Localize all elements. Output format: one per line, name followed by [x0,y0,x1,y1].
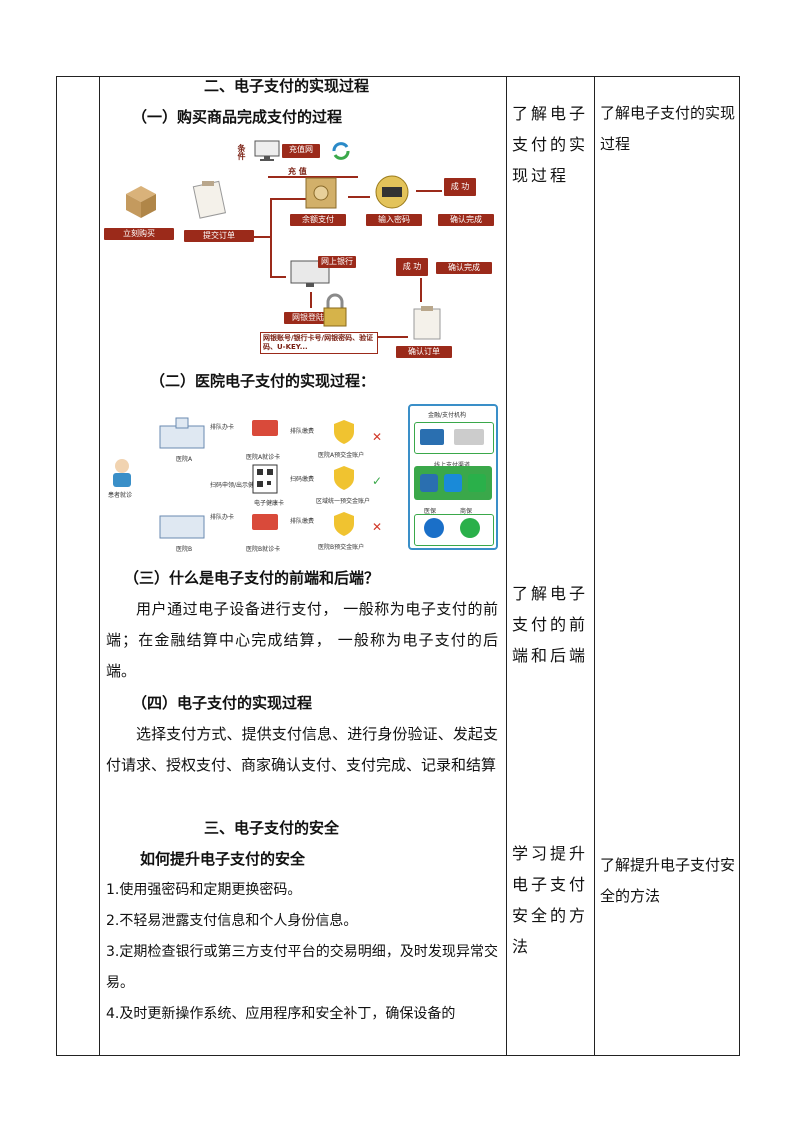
objective-1: 了解电子支付的实现过程 [512,104,589,185]
package-icon [126,186,156,218]
acct-b-label: 医院B预交金账户 [318,544,365,551]
shield-icon [334,512,354,536]
confirm-order-box: 确认订单 [396,346,452,358]
unionpay-icon [420,474,438,492]
check-icon: ✓ [372,474,383,488]
flow-arrow [254,236,270,238]
apply-b-label: 排队办卡 [210,514,235,521]
flow-arrow [378,336,408,338]
column-divider [506,77,507,1055]
flow-arrow [420,278,422,302]
confirm-done-box-2: 确认完成 [436,262,492,274]
section2-sub3-paragraph: 用户通过电子设备进行支付， 一般称为电子支付的前端；在金融结算中心完成结算， 一… [106,600,498,680]
success-box: 成 功 [444,178,476,196]
section2-sub4-paragraph: 选择支付方式、提供支付信息、进行身份验证、发起支付请求、授权支付、商家确认支付、… [106,725,498,774]
clipboard-icon [192,180,227,219]
card-icon [252,514,278,530]
payment-channel-panel [408,404,498,550]
patient-icon [113,459,131,487]
recharge-label: 充 值 [288,167,307,176]
apply-mid-label: 扫码申领/出示健康卡 [210,482,267,489]
charge-mid-label: 扫码缴费 [290,476,315,483]
purchase-flow-figure: 条件 充值网 充 值 立刻购买 提交订单 余额支付 输入密码 成 功 确认完成 … [104,136,502,362]
flow-arrow [348,196,370,198]
section3-sub: 如何提升电子支付的安全 [140,850,306,868]
hospital-a-label: 医院A [176,456,193,463]
recharge-arrow [268,176,358,178]
buy-now-box: 立刻购买 [104,228,174,240]
flow-arrow [270,198,306,200]
section2-sub4: （四）电子支付的实现过程 [132,694,313,712]
hospital-icon [159,417,205,449]
section2-sub2: （二）医院电子支付的实现过程： [150,372,376,390]
cross-icon: ✕ [372,430,383,444]
alipay-icon [444,474,462,492]
hospital-payment-figure: 患者就诊 医院A 医院B 排队办卡 扫码申领/出示健康卡 排队办卡 医院A就诊卡… [104,404,502,554]
online-label: 线上支付渠道 [434,460,470,469]
security-item: 3.定期检查银行或第三方支付平台的交易明细，及时发现异常交易。 [106,944,498,991]
bank-icon [454,429,484,445]
health-card-label: 电子健康卡 [254,500,285,507]
qr-code-icon [252,464,278,494]
section3-heading: 三、电子支付的安全 [204,819,340,837]
acct-a-label: 医院A预交金账户 [318,452,365,459]
hospital-icon [159,515,205,539]
safe-icon [305,177,337,209]
enter-password-box: 输入密码 [366,214,422,226]
commercial-label: 商保 [460,508,473,515]
flow-arrow [270,276,286,278]
success-box-2: 成 功 [396,258,428,276]
column-divider [99,77,100,1055]
acct-mid-label: 区域统一预交金账户 [316,498,371,505]
lock-icon [323,293,347,327]
patient-label: 患者就诊 [108,492,133,499]
objective-2: 了解电子支付的前端和后端 [512,584,589,665]
section2-sub1: （一）购买商品完成支付的过程 [132,108,343,126]
flow-arrow [416,190,442,192]
security-item: 2.不轻易泄露支付信息和个人身份信息。 [106,913,358,929]
objective-3: 学习提升电子支付安全的方法 [512,844,589,956]
recharge-site-box: 充值网 [282,144,320,158]
cross-icon: ✕ [372,520,383,534]
lesson-table [56,76,740,1056]
refresh-icon [332,142,350,160]
unionpay-icon [420,429,444,445]
balance-pay-box: 余额支付 [290,214,346,226]
charge-a-label: 排队缴费 [290,428,315,435]
medical-insurance-icon [424,518,444,538]
shield-icon [334,466,354,490]
security-item: 4.及时更新操作系统、应用程序和安全补丁，确保设备的 [106,1006,456,1022]
security-item: 1.使用强密码和定期更换密码。 [106,882,302,898]
clipboard-icon [413,306,441,340]
password-icon [375,175,409,209]
credentials-note: 网银账号/银行卡号/网银密码、验证码、U-KEY... [260,332,378,354]
card-icon [252,420,278,436]
card-b-label: 医院B就诊卡 [246,546,281,553]
condition-label: 条件 [237,144,246,160]
wechat-pay-icon [468,474,486,492]
fin-label: 金融/支付机构 [428,412,467,419]
flow-branch [270,198,272,278]
hospital-b-label: 医院B [176,546,193,553]
flow-arrow [310,292,312,308]
goal-1: 了解电子支付的实现过程 [600,104,736,153]
monitor-icon [254,140,280,161]
section2-heading: 二、电子支付的实现过程 [204,77,370,95]
insurance-box [414,514,494,546]
card-a-label: 医院A就诊卡 [246,454,281,461]
bank-login-box: 网银登陆 [284,312,332,324]
charge-b-label: 排队缴费 [290,518,315,525]
goal-3: 了解提升电子支付安全的方法 [600,856,736,905]
commercial-insurance-icon [460,518,480,538]
shield-icon [334,420,354,444]
online-bank-box: 网上银行 [318,256,356,268]
section2-sub3: （三）什么是电子支付的前端和后端？ [124,569,380,587]
medical-label: 医保 [424,508,437,515]
apply-a-label: 排队办卡 [210,424,235,431]
fin-box [414,422,494,454]
submit-order-box: 提交订单 [184,230,254,242]
column-divider [594,77,595,1055]
confirm-done-box: 确认完成 [438,214,494,226]
